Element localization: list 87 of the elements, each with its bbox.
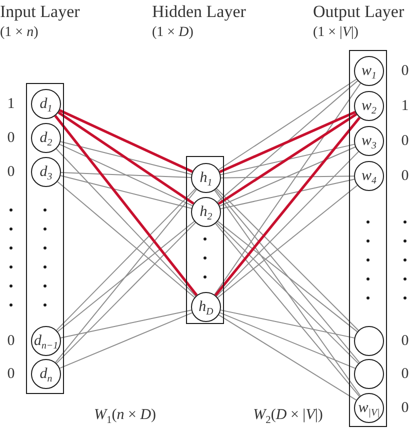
neuron-label: d$_{n−1}$ <box>34 333 58 349</box>
one-hot-value: 0 <box>6 129 16 147</box>
one-hot-value: 0 <box>400 62 410 80</box>
one-hot-value: 0 <box>400 365 410 383</box>
connection-line <box>218 78 357 170</box>
neuron-label: h$_{D}$ <box>198 299 214 315</box>
neuron-circle <box>191 163 221 193</box>
neuron-circle <box>31 123 61 153</box>
neuron-circle <box>354 126 384 156</box>
connection-line <box>60 310 192 338</box>
neuron-label: w$_{3}$ <box>362 133 376 149</box>
neuron-label: d$_{1}$ <box>40 96 52 112</box>
neuron-label: w$_{|V|}$ <box>358 400 380 416</box>
connection-line <box>215 189 360 363</box>
connection-line <box>54 189 198 363</box>
connection-line <box>218 113 358 205</box>
neuron-circle <box>354 56 384 86</box>
neuron-circle <box>354 393 384 423</box>
connection-line <box>215 223 360 397</box>
connection-line <box>217 220 358 332</box>
one-hot-value: 1 <box>6 95 16 113</box>
neuron-label: w$_{1}$ <box>362 63 376 79</box>
connection-line <box>214 82 361 296</box>
connection-line <box>218 314 357 401</box>
layer-box <box>349 50 387 427</box>
one-hot-value: 0 <box>400 167 410 185</box>
connection-line <box>219 110 356 174</box>
connection-line <box>216 222 359 364</box>
connection-line <box>59 312 193 369</box>
layer-title: Output Layer <box>313 2 404 22</box>
neuron-circle <box>354 359 384 389</box>
neuron-label: d$_{3}$ <box>40 164 52 180</box>
connection-line <box>220 176 354 178</box>
connection-line <box>214 116 361 296</box>
layer-title: Hidden Layer <box>152 2 246 22</box>
neuron-circle <box>354 326 384 356</box>
one-hot-value: 0 <box>400 399 410 417</box>
connection-line <box>219 146 356 206</box>
connection-line <box>216 188 359 331</box>
one-hot-value: 0 <box>6 365 16 383</box>
connection-line <box>56 222 196 364</box>
connection-line <box>217 184 358 298</box>
neuron-circle <box>31 89 61 119</box>
layer-title: Input Layer <box>0 2 80 22</box>
connection-line <box>56 148 196 297</box>
connection-line <box>56 188 196 331</box>
connection-line <box>216 151 359 297</box>
connection-line <box>60 141 192 175</box>
neuron-circle <box>354 161 384 191</box>
neuron-label: d$_{2}$ <box>40 130 52 146</box>
neuron-circle <box>31 359 61 389</box>
connection-line <box>219 312 356 369</box>
connection-line <box>60 172 192 178</box>
connection-line <box>56 181 196 298</box>
layer-dimension: (1 × n) <box>0 24 38 41</box>
one-hot-value: 0 <box>6 163 16 181</box>
connection-line <box>216 80 358 203</box>
connection-line <box>220 310 355 338</box>
neuron-label: w$_{4}$ <box>362 168 376 184</box>
one-hot-value: 0 <box>400 132 410 150</box>
layer-box <box>186 156 224 324</box>
connection-line <box>57 220 195 332</box>
connection-line <box>214 190 361 396</box>
weight-matrix-label: W$_{2}$(D × |V|) <box>253 406 323 424</box>
neuron-label: d$_{n}$ <box>40 366 52 382</box>
connection-line <box>220 178 355 210</box>
neuron-circle <box>191 292 221 322</box>
weight-matrix-label: W$_{1}$(n × D) <box>94 406 156 424</box>
connection-line <box>59 109 193 173</box>
layer-dimension: (1 × D) <box>152 24 194 41</box>
connection-line <box>58 111 194 205</box>
connection-line <box>59 144 193 206</box>
layer-box <box>26 83 64 394</box>
one-hot-value: 0 <box>6 332 16 350</box>
one-hot-value: 1 <box>400 97 410 115</box>
neuron-label: w$_{2}$ <box>362 98 376 114</box>
neuron-circle <box>31 326 61 356</box>
neuron-circle <box>354 91 384 121</box>
connection-line <box>60 175 192 209</box>
one-hot-value: 0 <box>400 332 410 350</box>
connection-line <box>220 144 355 176</box>
neuron-label: h$_{2}$ <box>200 204 212 220</box>
layer-dimension: (1 × |V|) <box>313 24 358 41</box>
neuron-label: h$_{1}$ <box>200 170 212 186</box>
neuron-circle <box>191 197 221 227</box>
connection-line <box>54 114 198 296</box>
neuron-circle <box>31 157 61 187</box>
